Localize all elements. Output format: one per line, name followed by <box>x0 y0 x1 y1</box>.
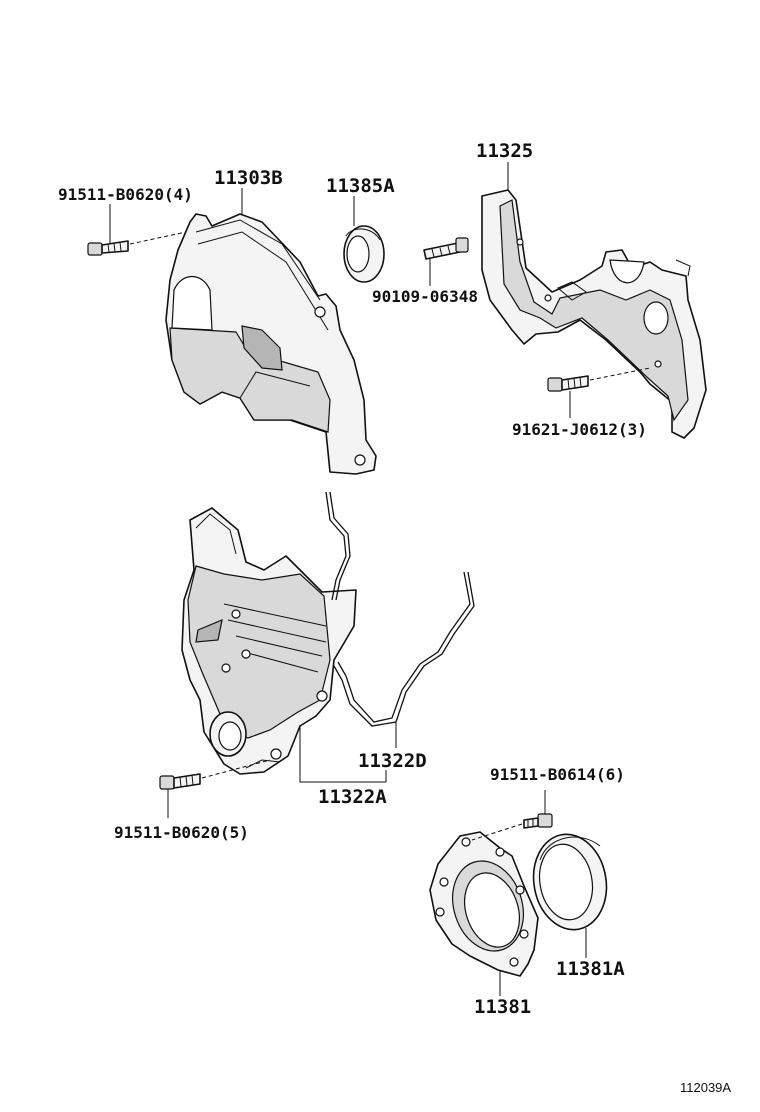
label-upper-oil-seal: 11385A <box>326 175 395 197</box>
label-cover-gasket: 11322D <box>358 750 427 772</box>
label-rear-oil-seal: 11381A <box>556 958 625 980</box>
label-rear-oil-seal-retainer: 11381 <box>474 996 531 1018</box>
leader-dash <box>201 759 271 779</box>
label-timing-belt-plate: 11325 <box>476 140 533 162</box>
label-lower-timing-cover: 11322A <box>318 786 387 808</box>
label-stud-bolt: 90109-06348 <box>372 287 478 306</box>
label-bolt-retainer: 91511-B0614(6) <box>490 765 625 784</box>
bolt-plate[interactable] <box>547 375 589 392</box>
leader-dash <box>129 231 187 245</box>
upper-timing-cover[interactable] <box>165 213 377 475</box>
label-bolt-plate: 91621-J0612(3) <box>512 420 647 439</box>
bolt-lower-left[interactable] <box>159 773 201 790</box>
label-bolt-upper-left: 91511-B0620(4) <box>58 185 193 204</box>
bolt-retainer[interactable] <box>523 813 553 829</box>
label-upper-timing-cover: 11303B <box>214 167 283 189</box>
lower-timing-cover[interactable] <box>181 507 357 775</box>
leader-lines <box>109 162 587 996</box>
rear-oil-seal[interactable] <box>526 828 614 935</box>
label-bolt-lower-left: 91511-B0620(5) <box>114 823 249 842</box>
timing-belt-plate[interactable] <box>481 189 707 439</box>
stud-bolt[interactable] <box>423 237 469 260</box>
bolt-upper-left[interactable] <box>87 240 129 256</box>
leader-dash <box>471 823 523 841</box>
rear-oil-seal-retainer[interactable] <box>429 831 539 977</box>
leader-dash <box>589 367 651 381</box>
upper-oil-seal[interactable] <box>343 225 385 283</box>
cover-gasket[interactable] <box>325 491 475 727</box>
figure-id: 112039A <box>680 1080 731 1095</box>
